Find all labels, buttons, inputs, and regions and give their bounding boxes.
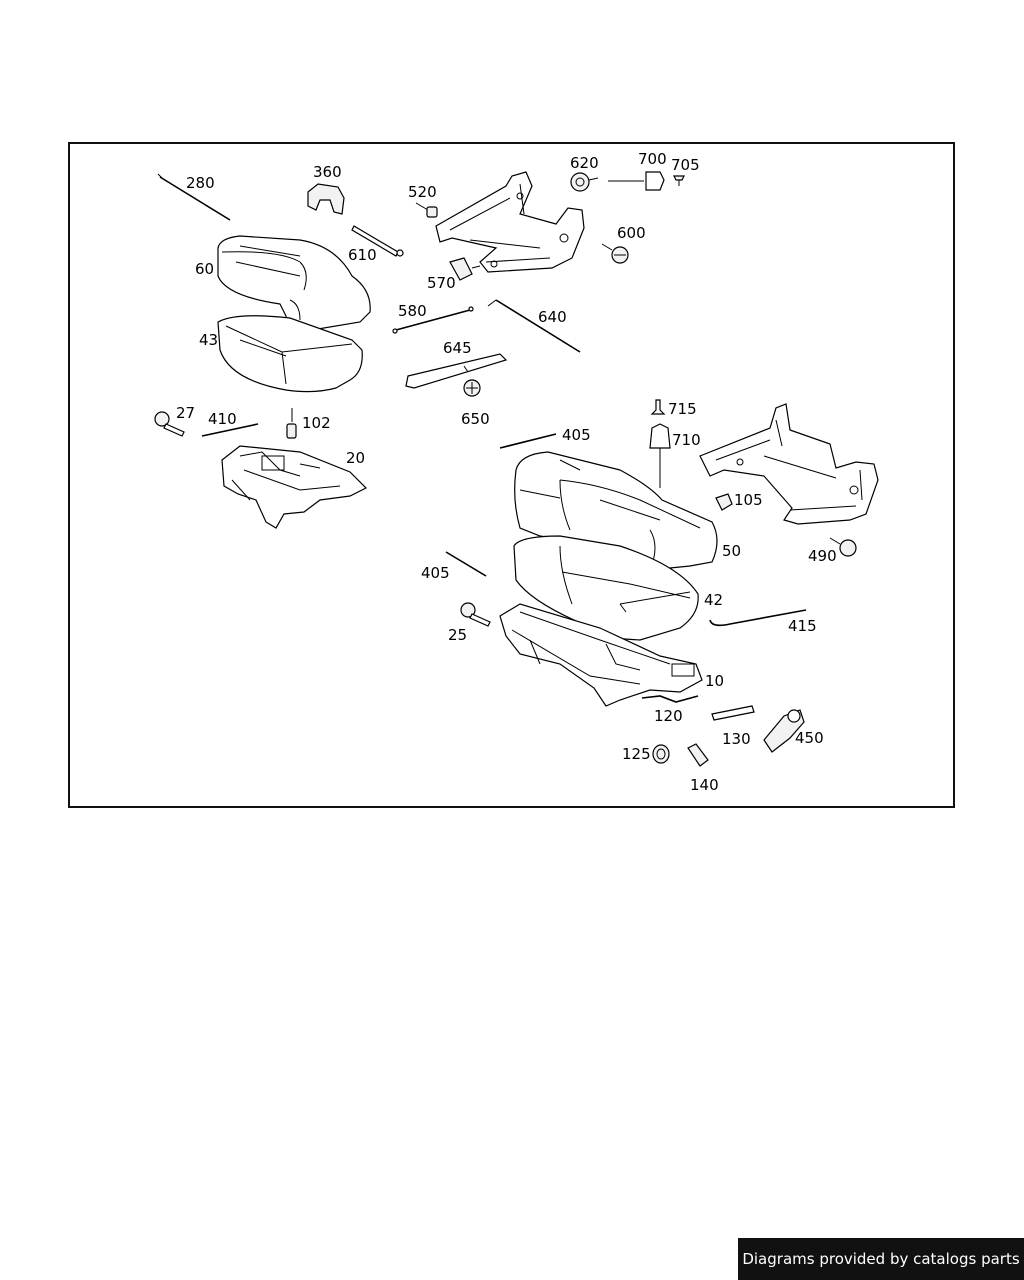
part-415-wire (709, 609, 807, 627)
label-600: 600 (617, 224, 646, 242)
part-640-cable (487, 299, 581, 353)
part-105-clip (715, 493, 733, 511)
label-405-upper: 405 (562, 426, 591, 444)
part-705-screw (673, 175, 685, 186)
label-130: 130 (722, 730, 751, 748)
label-450: 450 (795, 729, 824, 747)
label-25: 25 (448, 626, 467, 644)
part-580-rod (392, 306, 474, 334)
part-410-wire (201, 423, 259, 437)
part-405-wire-lower (445, 551, 487, 577)
label-43: 43 (199, 331, 218, 349)
label-415: 415 (788, 617, 817, 635)
part-10-seat-base (499, 603, 703, 707)
part-125-ring (652, 744, 670, 764)
part-130-strip (711, 705, 755, 721)
part-600-bolt (601, 243, 629, 264)
label-50: 50 (722, 542, 741, 560)
label-27: 27 (176, 404, 195, 422)
label-715: 715 (668, 400, 697, 418)
label-520: 520 (408, 183, 437, 201)
part-450-handle (763, 709, 805, 753)
part-140-clip (687, 743, 709, 767)
part-715-pin (650, 399, 666, 415)
part-610-strut (351, 225, 404, 257)
part-650-clip (463, 379, 481, 397)
part-25-bolt (460, 602, 491, 627)
label-42: 42 (704, 591, 723, 609)
label-410: 410 (208, 410, 237, 428)
label-125: 125 (622, 745, 651, 763)
label-140: 140 (690, 776, 719, 794)
label-620: 620 (570, 154, 599, 172)
part-710-cover (649, 423, 671, 488)
part-520-bolt (415, 202, 438, 218)
part-620-reel (570, 172, 599, 192)
part-280-wire (157, 173, 231, 221)
part-645-strap (405, 353, 508, 389)
part-102-pin (286, 408, 297, 439)
footer-credit: Diagrams provided by catalogs parts (738, 1238, 1024, 1280)
label-700: 700 (638, 150, 667, 168)
label-360: 360 (313, 163, 342, 181)
part-43-seat-cushion (217, 315, 363, 393)
label-280: 280 (186, 174, 215, 192)
label-10: 10 (705, 672, 724, 690)
part-700-cover (608, 171, 665, 191)
part-27-bolt (154, 411, 185, 437)
label-120: 120 (654, 707, 683, 725)
label-570: 570 (427, 274, 456, 292)
part-405-wire-upper (499, 433, 557, 449)
part-490-bolt (829, 537, 857, 557)
label-20: 20 (346, 449, 365, 467)
label-490: 490 (808, 547, 837, 565)
label-710: 710 (672, 431, 701, 449)
label-650: 650 (461, 410, 490, 428)
label-105: 105 (734, 491, 763, 509)
part-frame-upper (435, 171, 585, 273)
label-705: 705 (671, 156, 700, 174)
part-42-seat-cushion (513, 535, 699, 641)
part-60-backrest (217, 235, 371, 333)
label-640: 640 (538, 308, 567, 326)
part-20-seat-base (221, 445, 368, 529)
part-570-pin (449, 257, 481, 281)
part-120-spring (641, 695, 699, 703)
label-645: 645 (443, 339, 472, 357)
label-580: 580 (398, 302, 427, 320)
label-610: 610 (348, 246, 377, 264)
label-60: 60 (195, 260, 214, 278)
label-102: 102 (302, 414, 331, 432)
part-360-bracket (307, 183, 345, 215)
part-frame-lower (699, 403, 879, 525)
label-405-lower: 405 (421, 564, 450, 582)
